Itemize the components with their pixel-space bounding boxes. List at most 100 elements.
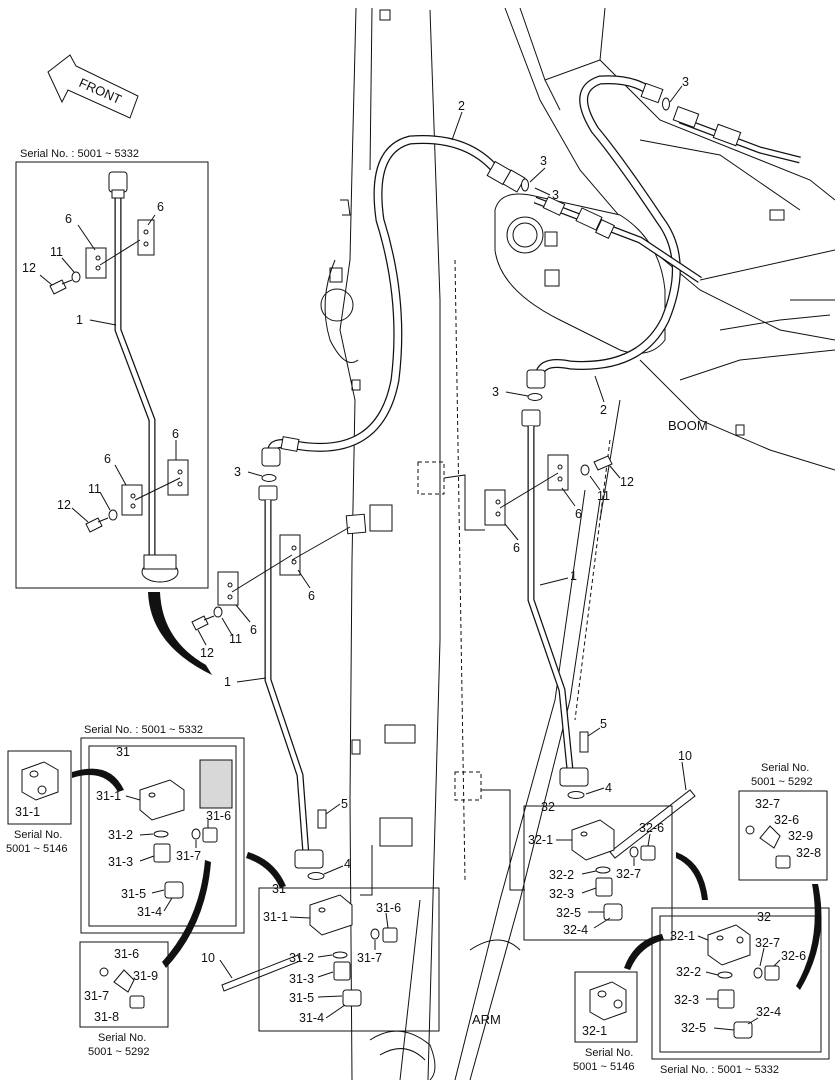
callout-bolt-12-left: 12 — [200, 646, 214, 660]
serial-31-6-line1: Serial No. — [98, 1032, 146, 1044]
zone-arm-label: ARM — [472, 1012, 501, 1027]
callout-ring-4-left: 4 — [344, 857, 351, 871]
callout-32-7-detail: 32-7 — [755, 797, 780, 811]
callout-31-5-left: 31-5 — [121, 887, 146, 901]
callout-32-6-bottom: 32-6 — [781, 949, 806, 963]
callout-32-2-main: 32-2 — [549, 868, 574, 882]
callout-32-1-alt: 32-1 — [582, 1024, 607, 1038]
callout-bracket-6-left-2: 6 — [250, 623, 257, 637]
callout-washer-11-right: 11 — [597, 489, 610, 503]
pointer-32 — [676, 852, 708, 900]
hoses: 2 3 3 3 2 3 3 — [234, 75, 801, 482]
callout-tl-6a: 6 — [65, 212, 72, 226]
pointer-top-left — [148, 592, 212, 675]
pointer-32-7 — [796, 884, 822, 990]
callout-ring-3-topright: 3 — [682, 75, 689, 89]
callout-31-7-left: 31-7 — [176, 849, 201, 863]
group-31-left-label: 31 — [116, 745, 130, 759]
callout-tl-6d: 6 — [104, 452, 111, 466]
serial-box-top-left: Serial No. : 5001 ~ 5332 6 6 11 12 1 6 — [15, 148, 209, 589]
front-arrow: FRONT — [47, 54, 139, 119]
callout-32-1-main: 32-1 — [528, 833, 553, 847]
callout-32-8-detail: 32-8 — [796, 846, 821, 860]
serial-32-1-alt-line1: Serial No. — [585, 1047, 633, 1059]
callout-31-3-main: 31-3 — [289, 972, 314, 986]
block-32-main: 32 32-1 32-2 32-3 32-5 32-4 32-6 32-7 — [523, 800, 673, 941]
callout-ring-3-right: 3 — [492, 385, 499, 399]
callout-tl-6c: 6 — [172, 427, 179, 441]
callout-32-9-detail: 32-9 — [788, 829, 813, 843]
callout-tl-1: 1 — [76, 313, 83, 327]
callout-tl-11b: 11 — [88, 482, 101, 496]
callout-31-6-main: 31-6 — [376, 901, 401, 915]
callout-31-9-detail: 31-9 — [133, 969, 158, 983]
block-31-left: Serial No. : 5001 ~ 5332 31 31-1 31-2 31… — [80, 724, 245, 934]
pipe-left-assembly: 6 6 11 12 1 5 4 10 — [191, 485, 416, 992]
callout-washer-11-left: 11 — [229, 632, 242, 646]
callout-31-2-left: 31-2 — [108, 828, 133, 842]
callout-31-1-left: 31-1 — [96, 789, 121, 803]
pointer-31-1-alt — [72, 768, 124, 792]
callout-bolt-5-right: 5 — [600, 717, 607, 731]
pointer-31-6 — [162, 860, 211, 968]
callout-tl-12b: 12 — [57, 498, 71, 512]
group-32-bottom-label: 32 — [757, 910, 771, 924]
pointer-31 — [246, 852, 286, 888]
callout-tl-12a: 12 — [22, 261, 36, 275]
callout-hose-2-top: 2 — [458, 99, 465, 113]
callout-31-7-main: 31-7 — [357, 951, 382, 965]
callout-bolt-12-right: 12 — [620, 475, 634, 489]
callout-tl-11a: 11 — [50, 245, 63, 259]
callout-31-2-main: 31-2 — [289, 951, 314, 965]
callout-pipe-1-left: 1 — [224, 675, 231, 689]
callout-32-5-main: 32-5 — [556, 906, 581, 920]
callout-32-7-bottom: 32-7 — [755, 936, 780, 950]
callout-31-1-main: 31-1 — [263, 910, 288, 924]
callout-hose-2-right: 2 — [600, 403, 607, 417]
callout-bolt-10-right: 10 — [678, 749, 692, 763]
callout-31-1-alt: 31-1 — [15, 805, 40, 819]
callout-bracket-6-right-2: 6 — [513, 541, 520, 555]
callout-32-4-bottom: 32-4 — [756, 1005, 781, 1019]
callout-bolt-5-left: 5 — [341, 797, 348, 811]
serial-32-7-line1: Serial No. — [761, 762, 809, 774]
callout-32-5-bottom: 32-5 — [681, 1021, 706, 1035]
serial-32-1-alt-line2: 5001 ~ 5146 — [573, 1061, 634, 1073]
serial-label-left-31: Serial No. : 5001 ~ 5332 — [84, 724, 203, 736]
pointer-32-1-alt — [624, 934, 664, 970]
callout-32-6-main: 32-6 — [639, 821, 664, 835]
callout-bracket-6-right: 6 — [575, 507, 582, 521]
callout-ring-3-mid: 3 — [552, 188, 559, 202]
callout-pipe-1-right: 1 — [570, 569, 577, 583]
group-32-main-label: 32 — [541, 800, 555, 814]
callout-ring-4-right: 4 — [605, 781, 612, 795]
serial-label-bottom-32: Serial No. : 5001 ~ 5332 — [660, 1064, 779, 1076]
pipe-right-assembly: 6 6 11 12 1 5 4 10 — [360, 409, 696, 896]
callout-32-2-bottom: 32-2 — [676, 965, 701, 979]
detail-32-7: Serial No. 5001 ~ 5292 32-7 32-6 32-9 32… — [738, 762, 828, 881]
callout-ring-3-top: 3 — [540, 154, 547, 168]
callout-32-3-main: 32-3 — [549, 887, 574, 901]
block-31-main: 31 31-1 31-2 31-3 31-5 31-4 31-6 31-7 — [258, 882, 440, 1032]
callout-ring-3-left: 3 — [234, 465, 241, 479]
callout-32-1-bottom: 32-1 — [670, 929, 695, 943]
callout-31-7-detail: 31-7 — [84, 989, 109, 1003]
callout-tl-6b: 6 — [157, 200, 164, 214]
block-31-1-alt: 31-1 Serial No. 5001 ~ 5146 — [6, 750, 72, 855]
block-32-1-alt: 32-1 Serial No. 5001 ~ 5146 — [573, 971, 638, 1073]
callout-31-4-left: 31-4 — [137, 905, 162, 919]
callout-31-4-main: 31-4 — [299, 1011, 324, 1025]
callout-31-6-left: 31-6 — [206, 809, 231, 823]
detail-31-6: 31-6 31-7 31-9 31-8 Serial No. 5001 ~ 52… — [79, 941, 169, 1058]
callout-32-4-main: 32-4 — [563, 923, 588, 937]
block-32-bottom: 32 32-1 32-7 32-2 32-6 32-3 32-5 32-4 Se… — [651, 907, 830, 1076]
callout-bolt-10-left: 10 — [201, 951, 215, 965]
serial-31-6-line2: 5001 ~ 5292 — [88, 1046, 149, 1058]
callout-32-7-main: 32-7 — [616, 867, 641, 881]
callout-31-6-detail: 31-6 — [114, 947, 139, 961]
callout-31-8-detail: 31-8 — [94, 1010, 119, 1024]
zone-boom-label: BOOM — [668, 418, 708, 433]
serial-31-1-alt-line1: Serial No. — [14, 829, 62, 841]
serial-31-1-alt-line2: 5001 ~ 5146 — [6, 843, 67, 855]
